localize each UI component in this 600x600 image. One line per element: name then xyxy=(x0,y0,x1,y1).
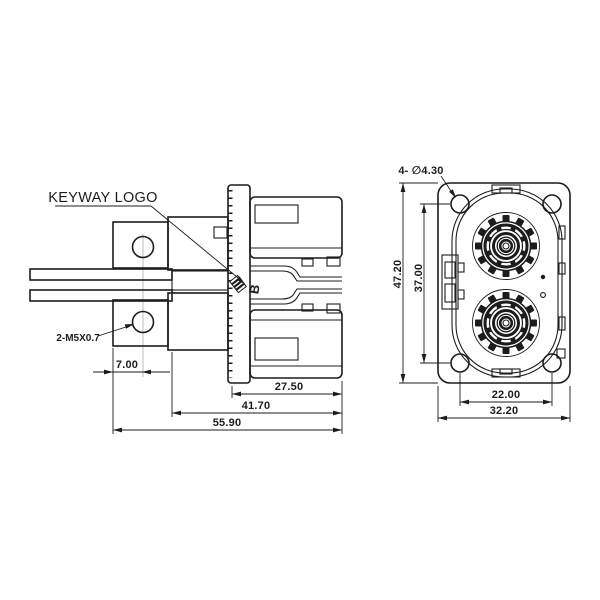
top-tab-notch xyxy=(499,187,513,194)
dim-label-47-20: 47.20 xyxy=(392,260,404,289)
lower-lug-block xyxy=(112,299,169,347)
dim-arrow xyxy=(400,374,406,383)
edge-bump-3 xyxy=(558,316,566,331)
keyway-slot-upper xyxy=(444,261,456,279)
keyway-slot-lower xyxy=(444,283,456,303)
mount-hole-top-left xyxy=(450,194,470,214)
body-top-slot xyxy=(254,204,299,224)
terminal-bottom xyxy=(471,288,541,358)
body-top-block xyxy=(249,196,343,259)
keyway-slot-outline xyxy=(441,254,459,310)
dim-arrow xyxy=(104,369,113,375)
busbar-bottom xyxy=(29,289,173,302)
dim-label-22-00: 22.00 xyxy=(492,389,521,401)
keyway-logo-label: KEYWAY LOGO xyxy=(48,190,157,206)
keyway-logo-glyph: B xyxy=(246,283,262,295)
busbar-top xyxy=(29,268,173,281)
edge-bump-4 xyxy=(556,348,566,359)
dim-arrow xyxy=(113,427,122,433)
dim-arrow xyxy=(333,391,342,397)
front-view xyxy=(437,182,571,384)
dim-label-7: 7.00 xyxy=(116,359,138,371)
funnel-top-outer xyxy=(250,265,342,278)
dim-arrow xyxy=(460,399,469,405)
dim-arrow xyxy=(438,415,447,421)
flange-plate xyxy=(227,184,251,384)
mount-hole-callout-label: 4- ∅4.30 xyxy=(398,165,443,177)
thread-leader-arrow xyxy=(124,324,134,329)
dim-arrow xyxy=(333,427,342,433)
funnel-top-inner xyxy=(250,270,342,282)
mount-hole-top-right xyxy=(542,194,562,214)
terminal-top xyxy=(471,211,541,281)
side-view: B xyxy=(29,184,343,384)
dim-label-27-50: 27.50 xyxy=(275,381,304,393)
upper-lug-block xyxy=(112,221,169,269)
notch-top-2 xyxy=(326,256,341,267)
keyway-tab-lower xyxy=(457,289,465,300)
keyway-leader-arrow xyxy=(236,276,245,284)
dim-arrow xyxy=(232,391,241,397)
busbar-channel xyxy=(171,270,229,291)
funnel-bottom-inner xyxy=(250,288,342,300)
dim-arrow xyxy=(543,399,552,405)
side-view-dimensions: KEYWAY LOGO 2-M5X0.7 7.00 27.50 41.70 55… xyxy=(48,190,343,434)
dim-label-55-90: 55.90 xyxy=(213,417,242,429)
lower-lug-hole xyxy=(131,310,155,334)
thread-callout-label: 2-M5X0.7 xyxy=(56,333,100,344)
index-hole xyxy=(540,292,546,298)
housing-lower xyxy=(167,292,229,351)
mount-hole-bottom-left xyxy=(450,353,470,373)
edge-bump-1 xyxy=(558,225,566,240)
dim-arrow xyxy=(421,354,427,363)
bottom-tab-notch xyxy=(499,368,513,375)
funnel-bottom-outer xyxy=(250,292,342,305)
housing-latch xyxy=(213,226,228,239)
notch-top-1 xyxy=(301,258,314,267)
upper-lug-hole xyxy=(131,235,155,259)
dim-arrow xyxy=(172,410,181,416)
index-dot xyxy=(540,274,546,280)
notch-bottom-1 xyxy=(301,303,314,312)
keyway-leader-line xyxy=(150,205,244,283)
dim-label-32-20: 32.20 xyxy=(490,405,519,417)
body-bottom-slot xyxy=(254,337,299,361)
dim-arrow xyxy=(142,369,151,375)
keyway-tab-upper xyxy=(457,262,465,273)
hole-leader-arrow xyxy=(449,189,456,198)
mount-hole-bottom-right xyxy=(542,353,562,373)
dim-label-41-70: 41.70 xyxy=(242,400,271,412)
dim-arrow xyxy=(421,204,427,213)
dim-arrow xyxy=(333,410,342,416)
body-bottom-block xyxy=(249,309,343,379)
notch-bottom-2 xyxy=(326,303,341,314)
front-view-dimensions: 4- ∅4.30 47.20 37.00 22.00 32.20 xyxy=(392,165,571,422)
dim-arrow xyxy=(561,415,570,421)
dim-label-37-00: 37.00 xyxy=(413,264,425,293)
edge-bump-2 xyxy=(558,262,566,275)
dim-arrow xyxy=(400,183,406,192)
flange-outline xyxy=(437,182,571,384)
